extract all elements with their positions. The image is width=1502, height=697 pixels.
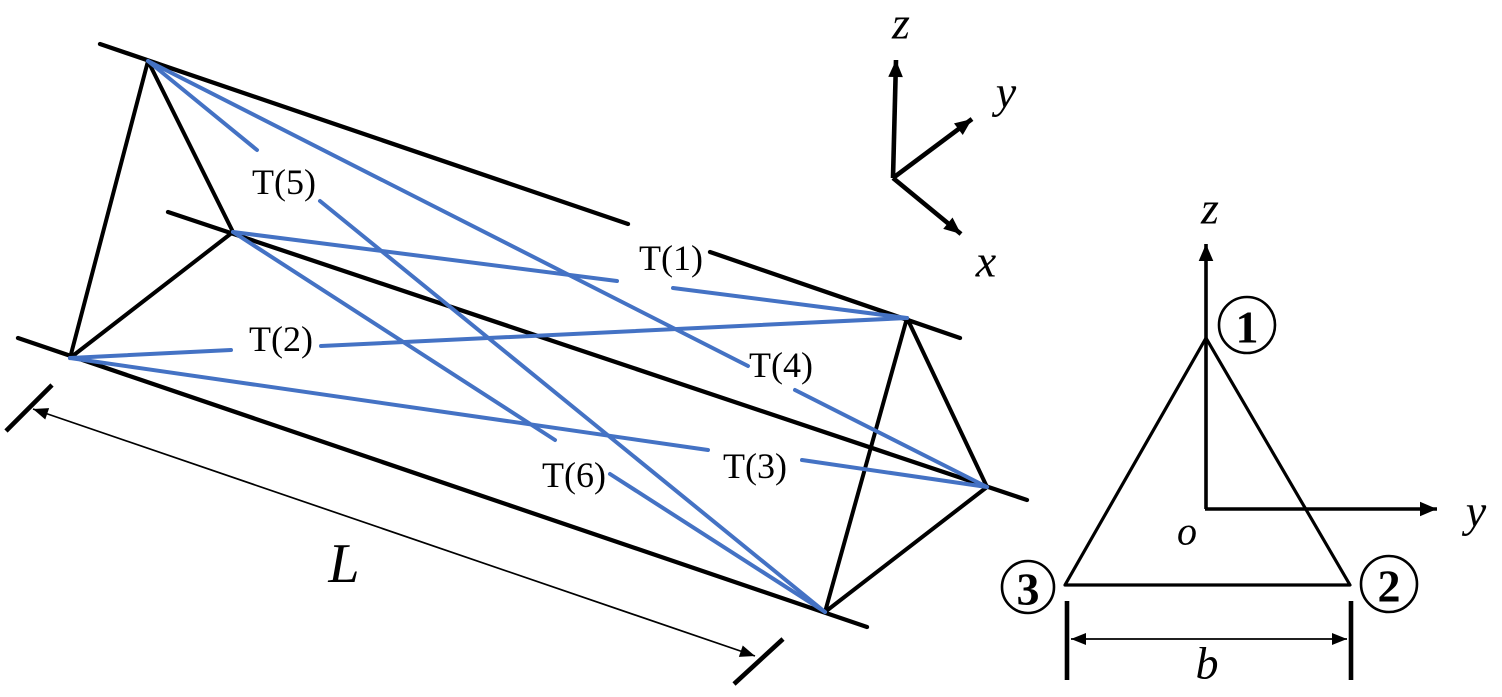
node-1-circle	[1217, 295, 1277, 355]
cable-t5-segment-a	[146, 59, 259, 152]
axis-triad: z y x	[888, 0, 1017, 287]
member-label-t6: T(6)	[542, 455, 606, 495]
truss-3d-view: T(1) T(2) T(3) T(4) T(5) T(6) L	[4, 41, 1030, 686]
triad-y-axis	[891, 117, 974, 180]
triad-x-axis	[891, 176, 963, 236]
triad-x-label: x	[975, 236, 997, 287]
section-origin-label: o	[1177, 509, 1197, 554]
cable-t6-segment-b	[608, 472, 827, 614]
cable-t6-segment-a	[231, 230, 557, 442]
cable-t2-segment-b	[319, 316, 909, 348]
section-z-label: z	[1200, 183, 1219, 234]
cross-section-view: z y o 1 2 3 b	[1000, 183, 1487, 689]
length-dimension-line	[32, 408, 756, 657]
member-label-t2: T(2)	[249, 319, 313, 359]
section-node-2: 2	[1359, 554, 1419, 614]
member-label-t5: T(5)	[252, 162, 316, 202]
right-end-triangle	[823, 316, 989, 614]
length-dimension-tick-right	[732, 637, 785, 686]
section-triangle	[1063, 336, 1352, 587]
triad-z-axis	[888, 59, 903, 179]
top-longeron-segment-b	[707, 249, 963, 341]
section-y-label: y	[1462, 486, 1487, 537]
cable-t1-segment-a	[231, 230, 619, 283]
cable-t3-segment-a	[68, 356, 710, 452]
member-label-t1: T(1)	[639, 238, 703, 278]
cable-t4-segment-b	[793, 388, 989, 489]
section-node-3: 3	[1000, 559, 1056, 615]
top-longeron-segment-a	[97, 41, 631, 227]
node-1-number: 1	[1236, 302, 1259, 353]
cable-t1-segment-b	[671, 286, 909, 320]
length-label: L	[327, 533, 359, 595]
member-label-t4: T(4)	[749, 345, 813, 385]
left-end-triangle	[68, 59, 235, 360]
base-width-dimension: b	[1064, 601, 1354, 689]
node-2-number: 2	[1378, 561, 1401, 612]
node-3-number: 3	[1017, 564, 1040, 615]
middle-longeron	[165, 209, 1030, 503]
cable-t4-segment-a	[146, 59, 750, 368]
cable-t2-segment-a	[68, 348, 233, 360]
section-node-1: 1	[1217, 295, 1277, 355]
triad-z-label: z	[891, 0, 910, 49]
length-dimension-tick-left	[4, 383, 54, 433]
node-2-circle	[1359, 554, 1419, 614]
base-width-label: b	[1196, 638, 1219, 689]
member-label-t3: T(3)	[723, 446, 787, 486]
triad-y-label: y	[992, 67, 1017, 118]
length-dimension: L	[4, 383, 785, 686]
cable-t3-segment-b	[800, 458, 989, 489]
node-3-circle	[1000, 559, 1056, 615]
